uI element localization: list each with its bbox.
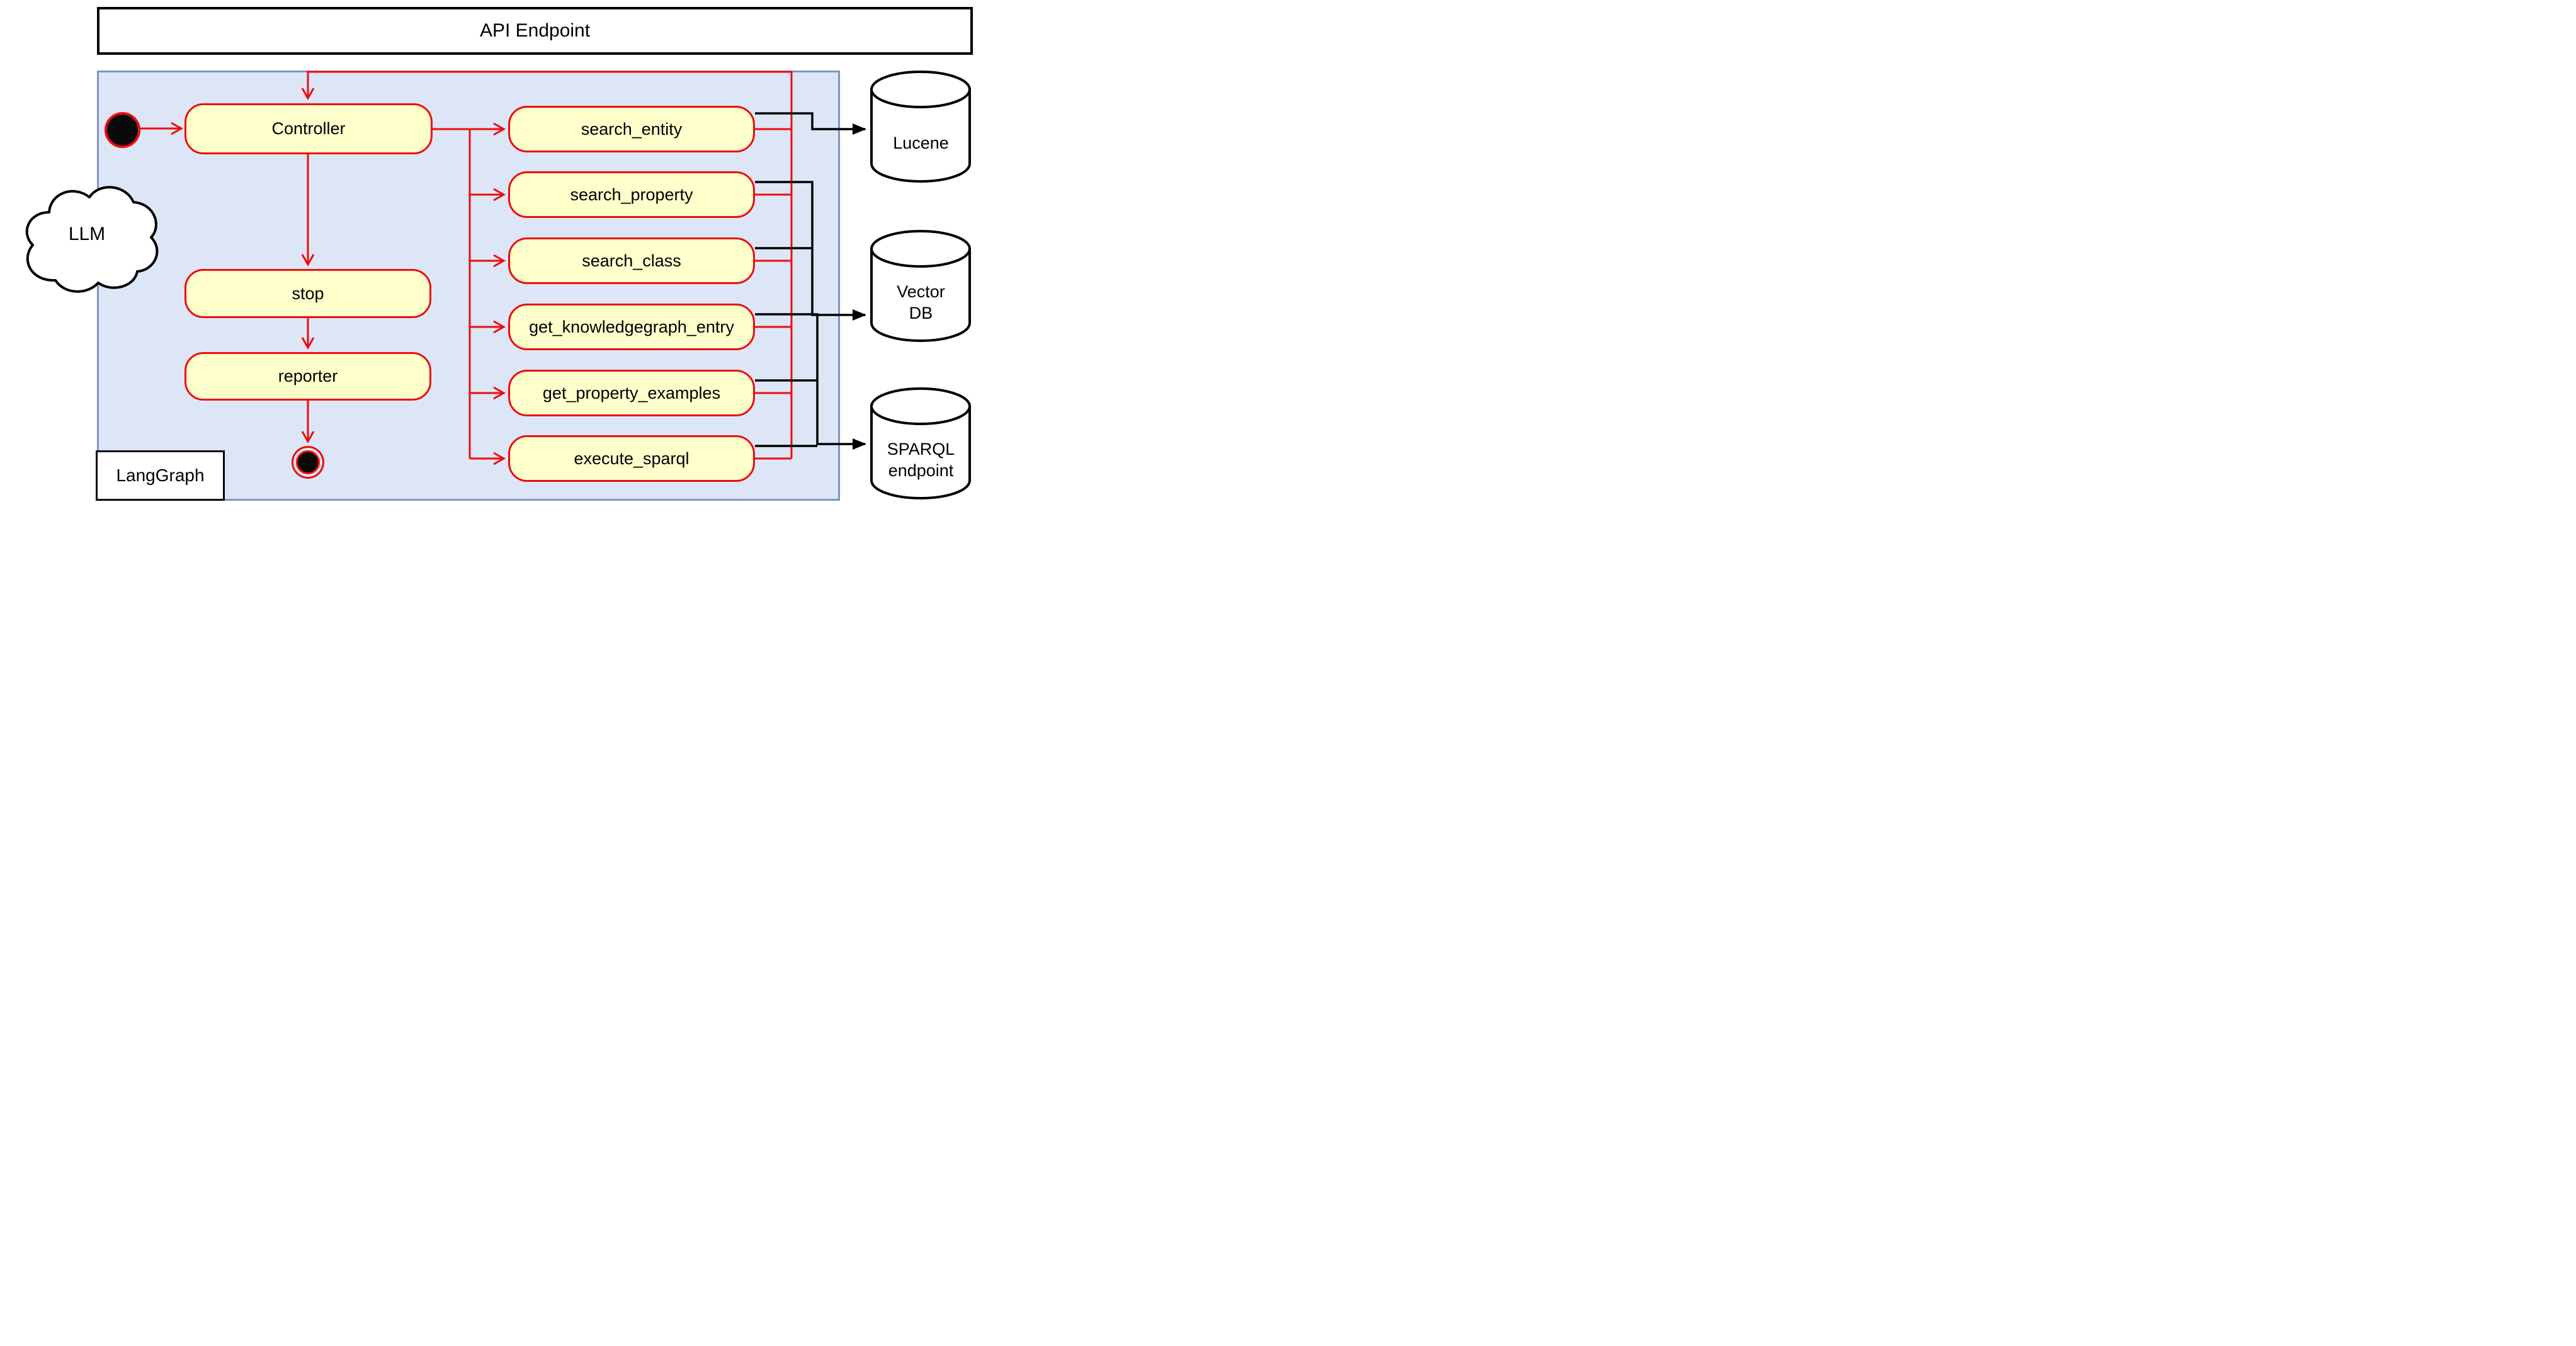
sparql-endpoint-label-line2: endpoint bbox=[888, 461, 954, 480]
end-state-inner-dot bbox=[296, 450, 320, 474]
node-search-class-label: search_class bbox=[582, 251, 681, 270]
datastore-sparql-endpoint: SPARQL endpoint bbox=[870, 387, 972, 501]
langgraph-label: LangGraph bbox=[116, 465, 205, 485]
vector-db-label-line1: Vector bbox=[897, 282, 945, 302]
edge-return-bus-to-controller bbox=[301, 71, 793, 459]
end-state-icon bbox=[292, 446, 324, 479]
connector-lines bbox=[138, 71, 866, 465]
db-cylinder-icon bbox=[870, 387, 971, 499]
node-get-knowledgegraph-entry-label: get_knowledgegraph_entry bbox=[529, 317, 734, 336]
node-search-entity: search_entity bbox=[508, 106, 755, 152]
node-search-entity-label: search_entity bbox=[581, 119, 683, 139]
datastore-vector-db: Vector DB bbox=[870, 230, 972, 343]
cloud-icon bbox=[25, 186, 159, 293]
api-endpoint-box: API Endpoint bbox=[97, 7, 973, 55]
llm-cloud: LLM bbox=[18, 178, 164, 303]
node-get-property-examples: get_property_examples bbox=[508, 370, 755, 416]
datastore-lucene: Lucene bbox=[870, 71, 972, 184]
edge-get-knowledgegraph-entry-to-sparql bbox=[755, 313, 866, 450]
node-search-class: search_class bbox=[508, 237, 755, 284]
node-controller: Controller bbox=[184, 103, 433, 154]
node-get-property-examples-label: get_property_examples bbox=[542, 383, 721, 402]
langgraph-label-box: LangGraph bbox=[96, 450, 225, 501]
node-search-property-label: search_property bbox=[570, 185, 693, 204]
node-reporter: reporter bbox=[184, 352, 431, 401]
node-get-knowledgegraph-entry: get_knowledgegraph_entry bbox=[508, 304, 755, 350]
api-endpoint-label: API Endpoint bbox=[479, 20, 591, 41]
node-execute-sparql: execute_sparql bbox=[508, 435, 755, 482]
db-cylinder-icon bbox=[870, 230, 971, 342]
start-state-icon bbox=[105, 112, 140, 148]
node-execute-sparql-label: execute_sparql bbox=[574, 448, 689, 468]
llm-label: LLM bbox=[68, 224, 106, 244]
node-search-property: search_property bbox=[508, 171, 755, 218]
vector-db-label-line2: DB bbox=[909, 304, 933, 322]
db-cylinder-icon bbox=[870, 71, 971, 183]
sparql-endpoint-label-line1: SPARQL bbox=[887, 440, 955, 459]
langgraph-architecture-diagram: API Endpoint bbox=[0, 0, 984, 514]
node-controller-label: Controller bbox=[271, 119, 346, 138]
node-reporter-label: reporter bbox=[278, 367, 338, 385]
edge-search-entity-to-lucene bbox=[755, 112, 866, 135]
node-stop: stop bbox=[184, 269, 431, 318]
node-stop-label: stop bbox=[292, 283, 324, 303]
lucene-label: Lucene bbox=[893, 134, 949, 153]
